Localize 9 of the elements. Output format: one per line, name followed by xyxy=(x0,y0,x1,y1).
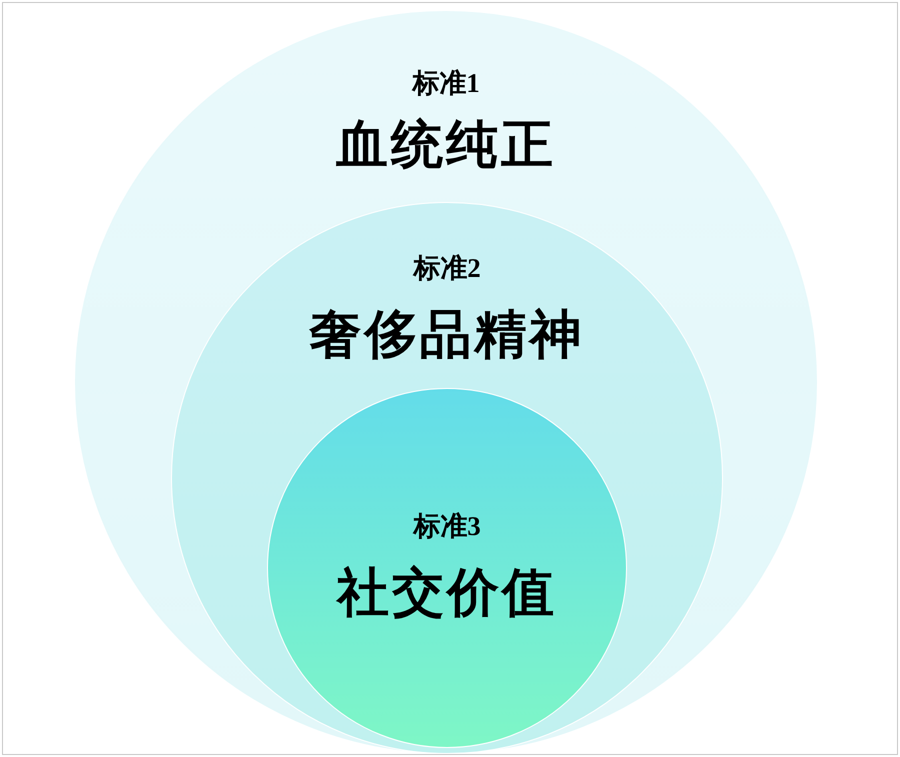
level-title: 社交价值 xyxy=(337,563,557,624)
nested-circle xyxy=(267,388,627,748)
nested-circle xyxy=(74,10,818,754)
level-title: 奢侈品精神 xyxy=(310,305,584,366)
nested-circle xyxy=(171,202,723,754)
level-label: 标准1 xyxy=(412,67,480,100)
level-label: 标准3 xyxy=(413,510,481,543)
level-label: 标准2 xyxy=(413,252,481,285)
level-title: 血统纯正 xyxy=(336,115,556,176)
